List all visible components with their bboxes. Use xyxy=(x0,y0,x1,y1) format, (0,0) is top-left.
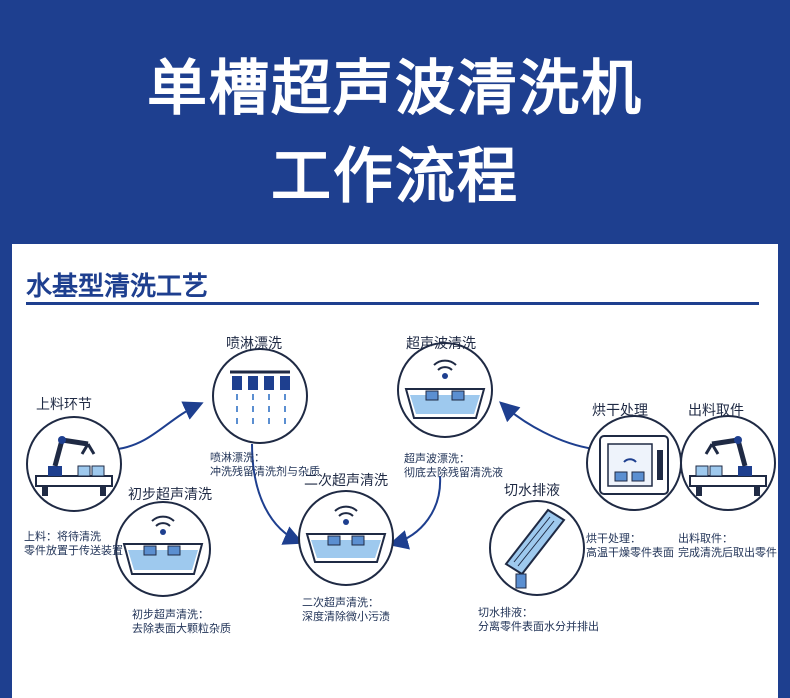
flow-arrow-rinse-to-second xyxy=(388,475,442,550)
title-banner: 单槽超声波清洗机 工作流程 xyxy=(0,0,790,245)
spray-nozzle-icon xyxy=(212,348,308,444)
step-desc-spray-rinse: 喷淋漂洗： 冲洗残留清洗剂与杂质 xyxy=(210,451,320,478)
step-desc-pre-ultrasonic: 初步超声清洗： 去除表面大颗粒杂质 xyxy=(132,608,231,635)
step-name-dewater: 切水排液 xyxy=(504,483,560,499)
flow-arrow-spray-to-second xyxy=(251,443,304,545)
process-panel: 水基型清洗工艺 xyxy=(12,244,778,698)
step-desc-unloading: 出料取件： 完成清洗后取出零件 xyxy=(678,532,777,559)
page-title-line-2: 工作流程 xyxy=(271,142,519,212)
step-desc-drying: 烘干处理： 高温干燥零件表面 xyxy=(586,532,674,559)
drying-oven-icon xyxy=(586,415,682,511)
step-name-loading: 上料环节 xyxy=(36,397,92,413)
step-desc-loading: 上料：将待清洗 零件放置于传送装置 xyxy=(24,530,123,557)
flow-arrow-drying-to-rinse xyxy=(499,401,595,450)
ultrasonic-tank-icon xyxy=(115,501,211,597)
step-name-drying: 烘干处理 xyxy=(592,403,648,419)
flow-arrow-loading-to-spray xyxy=(117,401,204,450)
step-name-second-ultrasonic: 二次超声清洗 xyxy=(304,473,388,489)
step-desc-second-ultrasonic: 二次超声清洗： 深度清除微小污渍 xyxy=(302,596,390,623)
step-name-spray-rinse: 喷淋漂洗 xyxy=(226,336,282,352)
step-desc-dewater: 切水排液： 分离零件表面水分并排出 xyxy=(478,606,599,633)
ultrasonic-tank-icon-rinse xyxy=(397,342,493,438)
robot-arm-icon-unloading xyxy=(680,415,776,511)
ultrasonic-tank-icon-secondary xyxy=(298,490,394,586)
page-title-line-1: 单槽超声波清洗机 xyxy=(147,54,643,124)
process-diagram xyxy=(26,342,776,597)
section-divider xyxy=(26,302,759,305)
step-name-unloading: 出料取件 xyxy=(688,403,744,419)
step-name-pre-ultrasonic: 初步超声清洗 xyxy=(128,487,212,503)
drain-chute-icon xyxy=(489,500,585,596)
robot-arm-icon xyxy=(26,416,122,512)
section-title: 水基型清洗工艺 xyxy=(26,272,209,302)
step-desc-ultrasonic-rinse: 超声波漂洗： 彻底去除残留清洗液 xyxy=(404,452,503,479)
step-name-ultrasonic-rinse: 超声波清洗 xyxy=(406,336,476,352)
